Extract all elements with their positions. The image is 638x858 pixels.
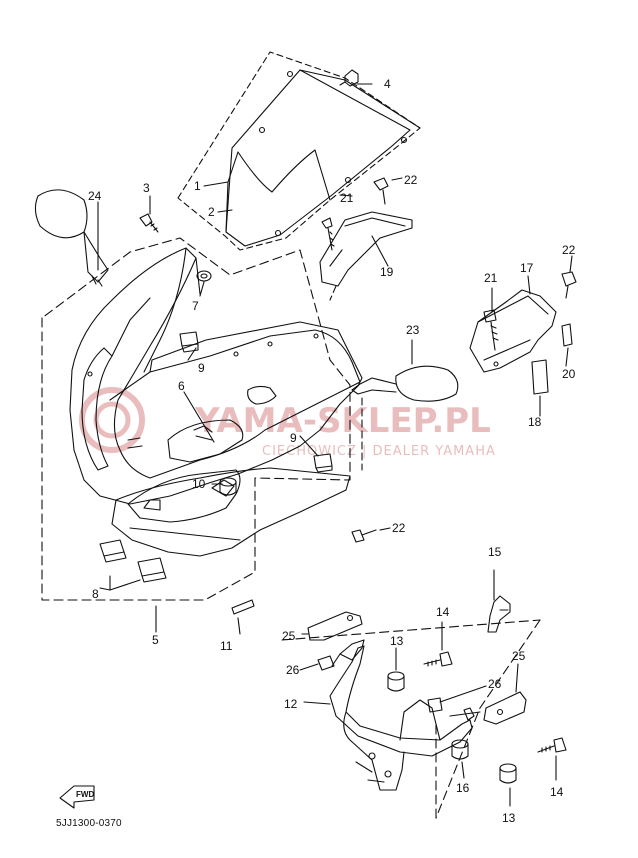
damper-16 xyxy=(451,739,469,760)
callout-13-upper: 13 xyxy=(390,634,404,648)
watermark-sub-text: CIECHOWICZ | DEALER YAMAHA xyxy=(262,444,496,459)
callout-11: 11 xyxy=(220,639,233,653)
watermark-main-text: YAMA-SKLEP.PL xyxy=(194,401,491,441)
callout-26-left: 26 xyxy=(286,663,300,677)
stay-upper-arm xyxy=(331,639,365,667)
grommet-9-lower xyxy=(313,453,333,473)
callout-22-top: 22 xyxy=(404,173,418,187)
screw-3 xyxy=(139,213,159,233)
callout-26-right: 26 xyxy=(488,677,502,691)
callouts: 1 2 3 4 5 6 7 8 9 9 10 11 12 13 13 14 14… xyxy=(88,77,576,825)
cowling-group-box xyxy=(41,237,351,601)
callout-3: 3 xyxy=(143,181,150,195)
callout-25-left: 25 xyxy=(282,629,296,643)
fwd-arrow-icon xyxy=(59,785,95,809)
mirror-left xyxy=(34,189,109,287)
screw-22-right xyxy=(561,271,577,299)
callout-1: 1 xyxy=(194,179,201,193)
damper-13-lower xyxy=(499,763,517,784)
callout-23: 23 xyxy=(406,323,420,337)
callout-22-right: 22 xyxy=(562,243,576,257)
callout-17: 17 xyxy=(520,261,534,275)
diagram-code: 5JJ1300-0370 xyxy=(56,818,122,829)
callout-18: 18 xyxy=(528,415,542,429)
lower-cowling xyxy=(111,467,351,557)
callout-4: 4 xyxy=(384,77,391,91)
callout-12: 12 xyxy=(284,697,298,711)
bracket-25-left xyxy=(307,611,363,641)
callout-16: 16 xyxy=(456,781,470,795)
stay-12 xyxy=(329,645,473,791)
callout-2: 2 xyxy=(208,205,215,219)
bracket-25-right xyxy=(449,691,527,725)
callout-22-bottom: 22 xyxy=(392,521,406,535)
callout-14-lower: 14 xyxy=(550,785,564,799)
stay-assembly-box xyxy=(281,619,541,819)
part-11 xyxy=(231,599,255,615)
pad-20 xyxy=(561,323,573,347)
callout-25-right: 25 xyxy=(512,649,526,663)
callout-5: 5 xyxy=(152,633,159,647)
bracket-17 xyxy=(469,289,557,373)
callout-21-top: 21 xyxy=(340,191,354,205)
bolt-4 xyxy=(339,69,359,87)
collar-26-left xyxy=(317,655,335,671)
screw-21-top xyxy=(321,217,335,251)
callout-20: 20 xyxy=(562,367,576,381)
callout-9-lower: 9 xyxy=(290,431,297,445)
collar-26-right xyxy=(427,697,443,713)
grommets-8 xyxy=(99,539,167,583)
windscreen xyxy=(177,51,421,251)
damper-13-upper xyxy=(387,671,405,692)
callout-9-upper: 9 xyxy=(198,361,205,375)
leader-lines xyxy=(97,83,573,635)
grommet-7 xyxy=(196,270,212,282)
callout-7: 7 xyxy=(192,299,199,313)
upper-cowling xyxy=(69,247,363,505)
bracket-15 xyxy=(487,595,511,633)
bracket-19 xyxy=(319,211,413,287)
bolt-14-upper xyxy=(423,651,453,667)
screw-22-top xyxy=(373,177,389,205)
callout-6: 6 xyxy=(178,379,185,393)
callout-10: 10 xyxy=(192,477,206,491)
bolt-14-lower xyxy=(537,737,567,753)
stay-leader-lines xyxy=(299,569,557,807)
callout-24: 24 xyxy=(88,189,102,203)
callout-15: 15 xyxy=(488,545,502,559)
screw-22-bottom xyxy=(351,529,377,543)
screw-21-right xyxy=(483,309,499,351)
callout-14-upper: 14 xyxy=(436,605,450,619)
watermark: YAMA-SKLEP.PL CIECHOWICZ | DEALER YAMAHA xyxy=(79,387,496,459)
grommet-9-upper xyxy=(179,331,199,353)
callout-13-lower: 13 xyxy=(502,811,516,825)
callout-21-right: 21 xyxy=(484,271,498,285)
callout-8: 8 xyxy=(92,587,99,601)
pad-18 xyxy=(531,359,549,395)
plug-10 xyxy=(219,477,237,496)
callout-19: 19 xyxy=(380,265,394,279)
mirror-right xyxy=(351,365,459,402)
fwd-label: FWD xyxy=(76,790,94,799)
